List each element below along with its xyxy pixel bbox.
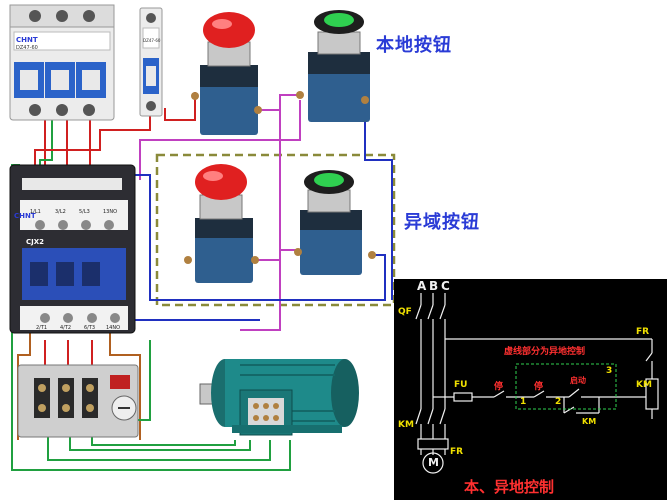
local-start-button (296, 10, 370, 122)
contactor-brand: CHNT (14, 212, 36, 220)
three-phase-motor (199, 359, 359, 436)
contactor-bottom-terminal: 2/T1 (36, 325, 47, 331)
main-breaker-brand: CHNT (16, 36, 38, 44)
remote-button-zone (155, 153, 396, 307)
schematic-motor-label: M (428, 456, 439, 469)
contactor-top-terminal: 5/L3 (79, 209, 90, 215)
schematic-stop-2: 停 (534, 382, 544, 392)
single-pole-breaker (139, 7, 163, 117)
single-breaker-model: DZ47-60 (143, 38, 161, 43)
schematic-dashed-note: 虚线部分为异地控制 (504, 347, 586, 357)
schematic-km-coil-label: KM (582, 417, 597, 426)
schematic-start: 启动 (570, 376, 586, 385)
schematic-phase-a: A (417, 279, 427, 293)
schematic-km-right-label: KM (636, 380, 652, 390)
local-buttons-label: 本地按钮 (376, 35, 452, 56)
remote-start-button (294, 170, 376, 275)
main-circuit-breaker (9, 4, 115, 121)
schematic-phase-c: C (441, 279, 450, 293)
contactor-top-terminal: 1/L1 (30, 209, 41, 215)
thermal-overload-relay (17, 364, 139, 438)
schematic-title: 本、异地控制 (464, 478, 555, 496)
remote-stop-button (184, 164, 259, 283)
schematic-stop-1: 停 (494, 382, 504, 392)
schematic-fr-bottom-label: FR (450, 447, 464, 457)
schematic-fu-label: FU (454, 380, 468, 390)
schematic-lines (415, 293, 659, 474)
main-breaker-model: DZ47-60 (16, 45, 38, 51)
ac-contactor (9, 164, 136, 334)
contactor-model: CJX2 (26, 238, 44, 246)
contactor-bottom-terminal: 4/T2 (60, 325, 71, 331)
schematic-fr-top-label: FR (636, 327, 650, 337)
contactor-bottom-terminal: 6/T3 (84, 325, 95, 331)
schematic-km-left-label: KM (398, 420, 414, 430)
contactor-bottom-terminal: 14NO (106, 325, 120, 331)
schematic-qf-label: QF (398, 307, 412, 317)
schematic-panel: A B C QF KM FR FU FR KM 1 2 3 KM 停 停 启动 … (394, 279, 667, 500)
contactor-top-terminal: 13NO (103, 209, 117, 215)
schematic-node-3: 3 (606, 366, 613, 376)
contactor-top-terminal: 3/L2 (55, 209, 66, 215)
local-stop-button (191, 12, 262, 135)
remote-buttons-label: 异域按钮 (404, 212, 480, 233)
schematic-phase-b: B (429, 279, 439, 293)
schematic-node-2: 2 (555, 397, 562, 407)
schematic-node-1: 1 (520, 397, 527, 407)
